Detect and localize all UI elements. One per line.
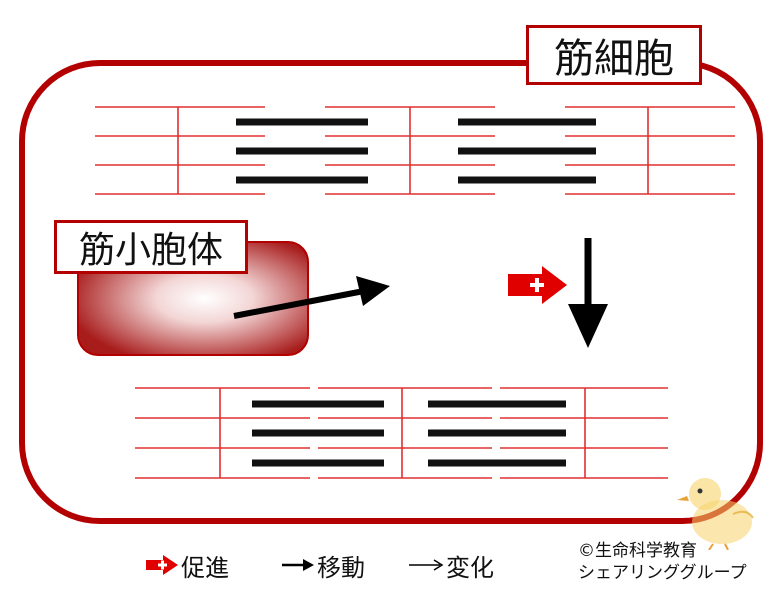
sarcomere-relaxed bbox=[95, 106, 735, 195]
sarcoplasmic-reticulum-label: 筋小胞体 bbox=[54, 220, 248, 274]
z-lines bbox=[219, 388, 586, 478]
legend-move-label: 移動 bbox=[317, 553, 365, 582]
muscle-cell-label: 筋細胞 bbox=[526, 25, 702, 85]
sarcomere-contracted bbox=[135, 387, 668, 479]
legend-change-label: 変化 bbox=[446, 553, 494, 582]
duck-mascot-icon bbox=[677, 478, 754, 550]
z-lines bbox=[177, 107, 649, 194]
muscle-cell-outline bbox=[19, 60, 763, 524]
credit-line-2: シェアリンググループ bbox=[578, 563, 747, 583]
copyright-credit: ©生命科学教育 シェアリンググループ bbox=[578, 540, 747, 584]
change-arrow-icon bbox=[409, 559, 444, 571]
credit-line-1: ©生命科学教育 bbox=[578, 541, 697, 561]
thin-filaments bbox=[135, 387, 668, 479]
move-arrow-icon bbox=[282, 559, 314, 571]
legend-promote: 促進 bbox=[145, 548, 229, 582]
legend-move: 移動 bbox=[281, 548, 365, 582]
legend-promote-label: 促進 bbox=[181, 553, 229, 582]
thick-filaments bbox=[252, 400, 566, 467]
change-arrow bbox=[568, 238, 608, 348]
promote-icon bbox=[508, 266, 567, 304]
legend-change: 変化 bbox=[408, 548, 494, 582]
thick-filaments bbox=[236, 118, 596, 184]
thin-filaments bbox=[95, 106, 735, 195]
promote-arrow-icon bbox=[146, 555, 178, 575]
move-arrow bbox=[233, 276, 390, 319]
